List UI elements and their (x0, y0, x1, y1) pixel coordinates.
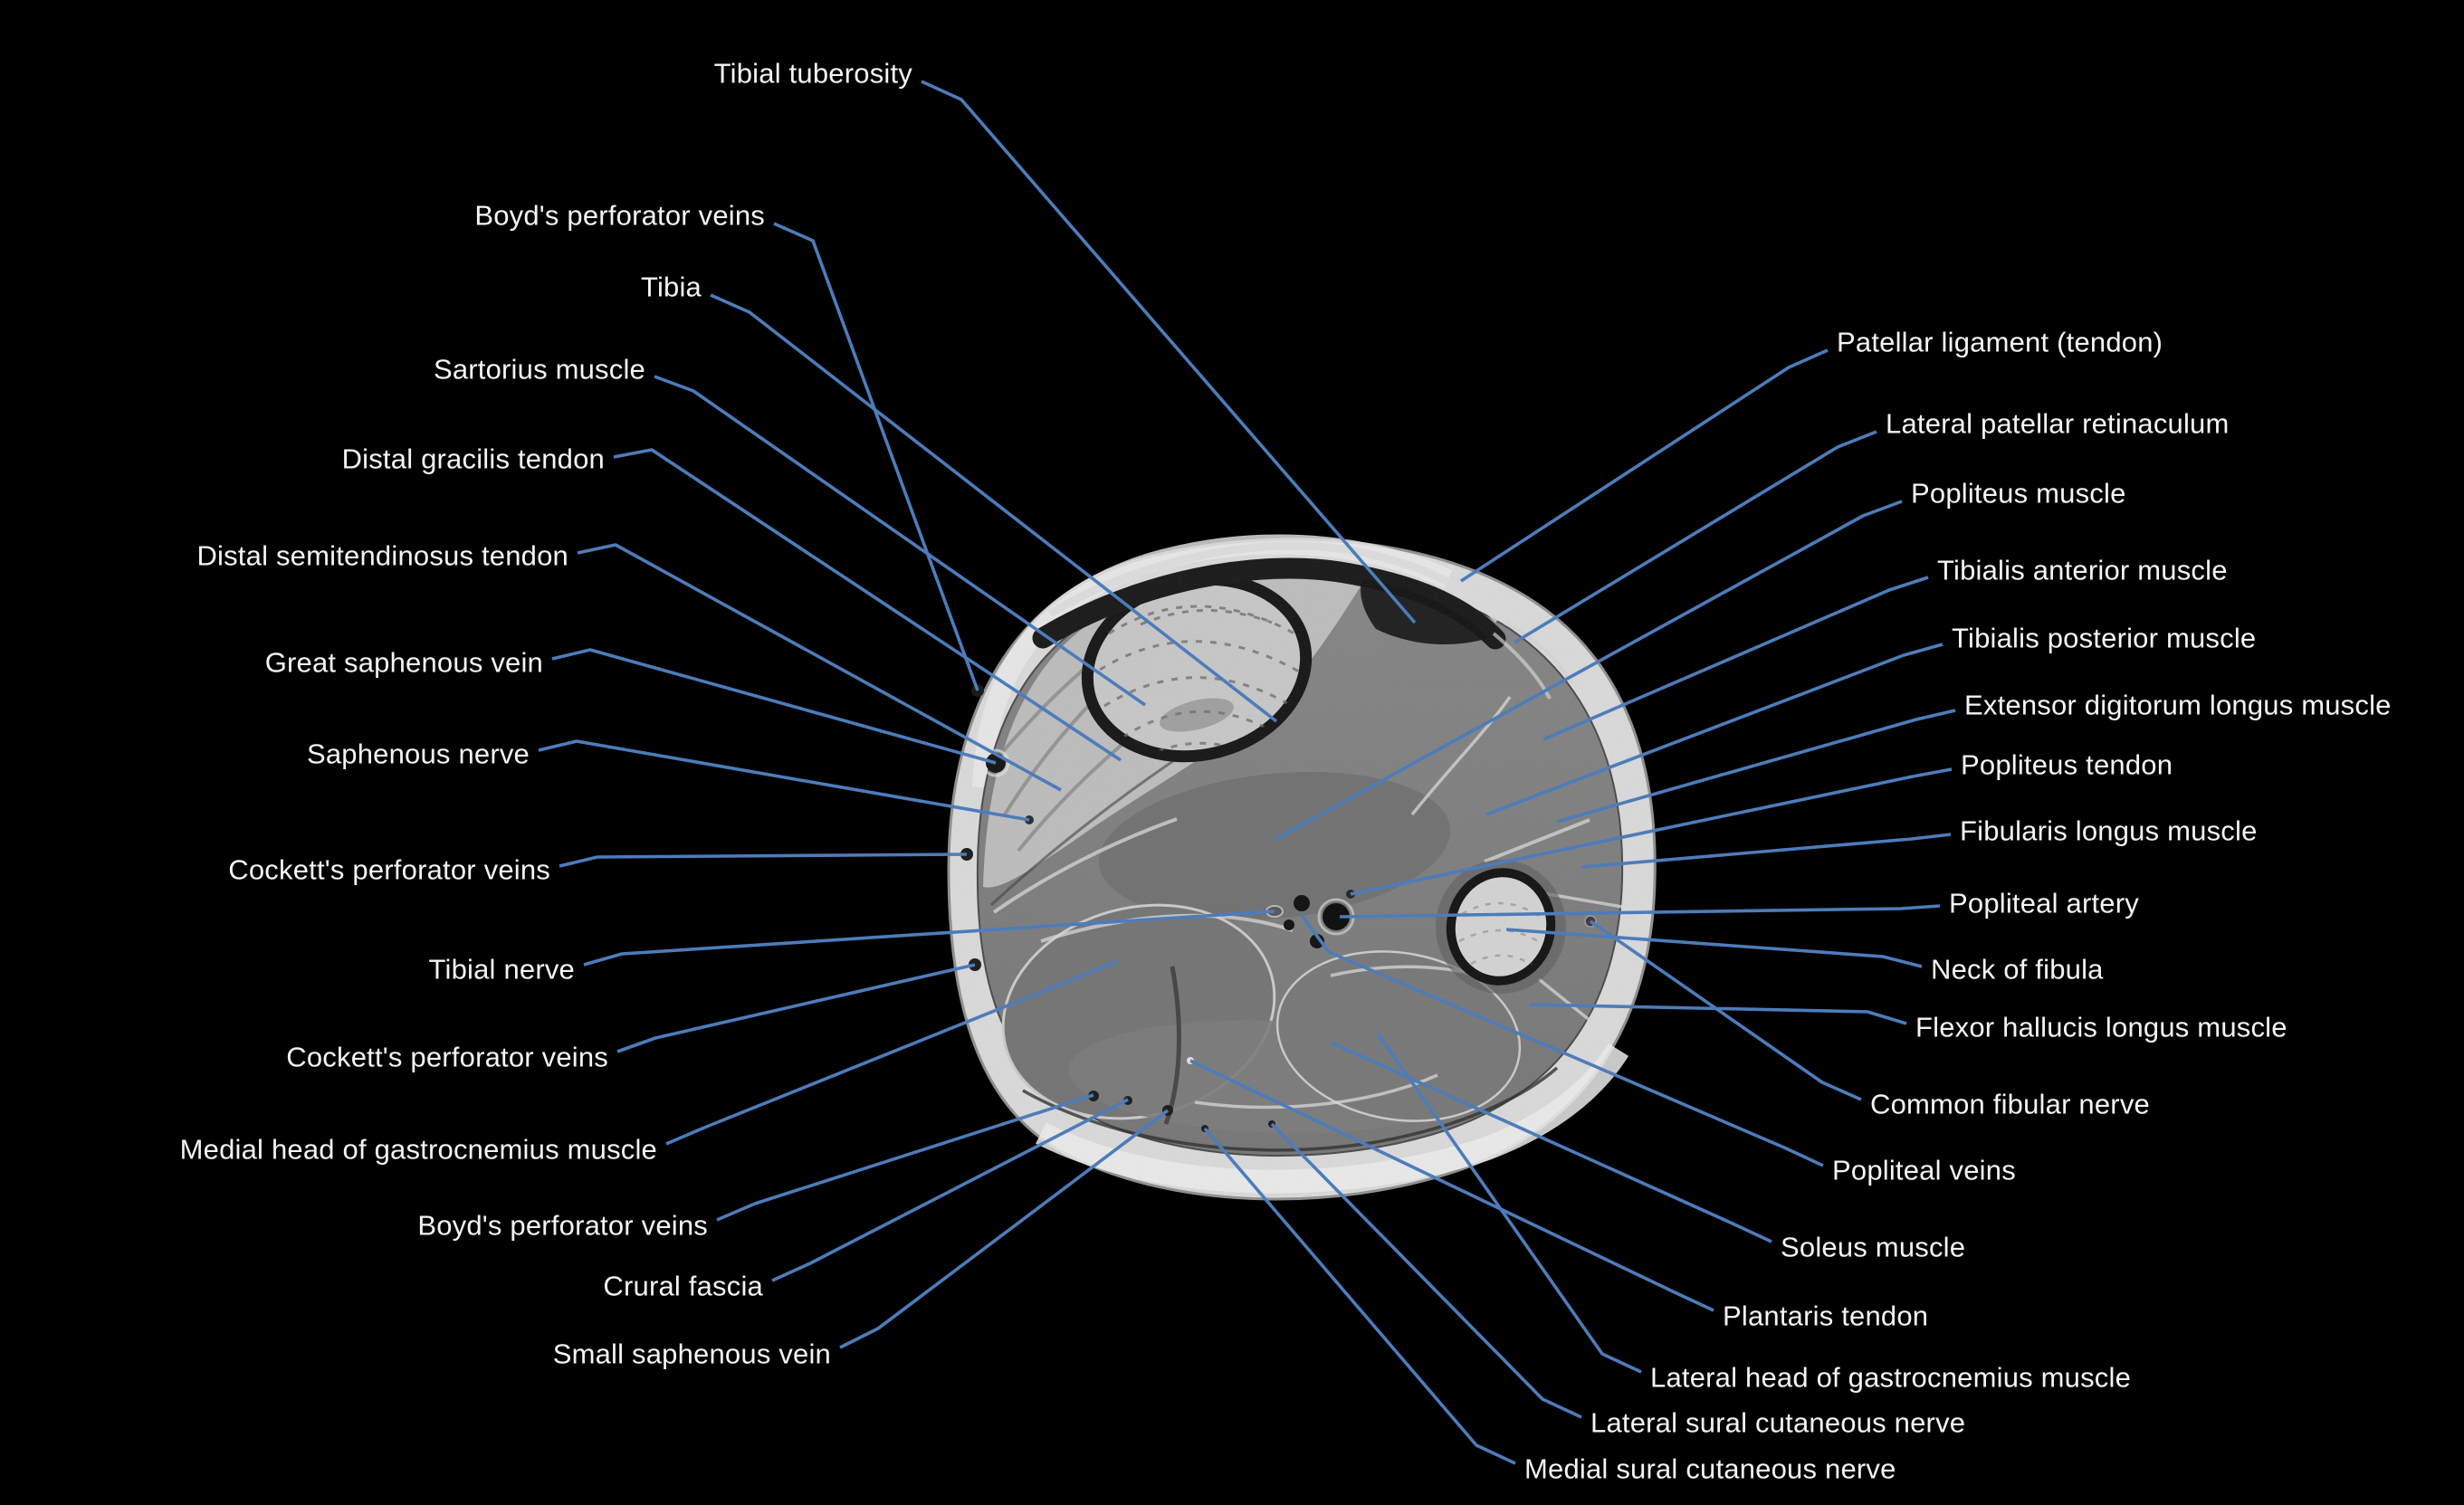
leader-line-boyd-s-perforator-veins (773, 222, 979, 691)
leader-line-distal-semitendinosus-tendon (577, 543, 1062, 792)
leader-lines (538, 80, 1956, 1465)
leader-line-great-saphenous-vein (551, 648, 997, 765)
leader-line-lateral-sural-cutaneous-nerve (1270, 1122, 1582, 1419)
leader-line-boyd-s-perforator-veins (716, 1093, 1094, 1222)
leader-line-medial-head-of-gastrocnemius-muscle (665, 959, 1119, 1146)
leader-line-crural-fascia (771, 1098, 1129, 1282)
leader-line-popliteal-artery (1339, 904, 1941, 919)
leader-line-tibial-tuberosity (921, 80, 1417, 624)
leader-line-common-fibular-nerve (1589, 919, 1862, 1101)
leader-line-tibia (710, 293, 1278, 723)
leader-line-cockett-s-perforator-veins (559, 853, 968, 868)
leader-line-popliteus-tendon (1350, 767, 1953, 896)
leader-line-fibularis-longus-muscle (1581, 833, 1952, 869)
leader-line-sartorius-muscle (654, 375, 1147, 707)
leader-line-small-saphenous-vein (839, 1109, 1170, 1349)
leader-line-distal-gracilis-tendon (613, 448, 1122, 762)
leader-line-tibialis-anterior-muscle (1542, 576, 1929, 741)
leg-cross-section (947, 534, 1657, 1201)
leader-line-tibial-nerve (583, 910, 1275, 967)
leader-line-popliteus-muscle (1274, 500, 1903, 842)
leader-line-flexor-hallucis-longus-muscle (1529, 1003, 1907, 1025)
leader-line-plantaris-tendon (1189, 1059, 1714, 1312)
leader-line-lateral-patellar-retinaculum (1514, 430, 1877, 644)
leader-line-popliteal-veins (1299, 912, 1824, 1167)
leader-line-saphenous-nerve (538, 739, 1030, 822)
leader-line-cockett-s-perforator-veins (616, 963, 976, 1053)
leader-line-medial-sural-cutaneous-nerve (1203, 1127, 1516, 1465)
leader-line-patellar-ligament-tendon (1460, 348, 1829, 583)
leader-line-extensor-digitorum-longus-muscle (1556, 709, 1956, 824)
leader-line-tibialis-posterior-muscle (1485, 643, 1944, 816)
leader-line-neck-of-fibula (1505, 928, 1923, 968)
leader-line-soleus-muscle (1330, 1041, 1772, 1243)
leader-line-lateral-head-of-gastrocnemius-muscle (1376, 1032, 1642, 1374)
